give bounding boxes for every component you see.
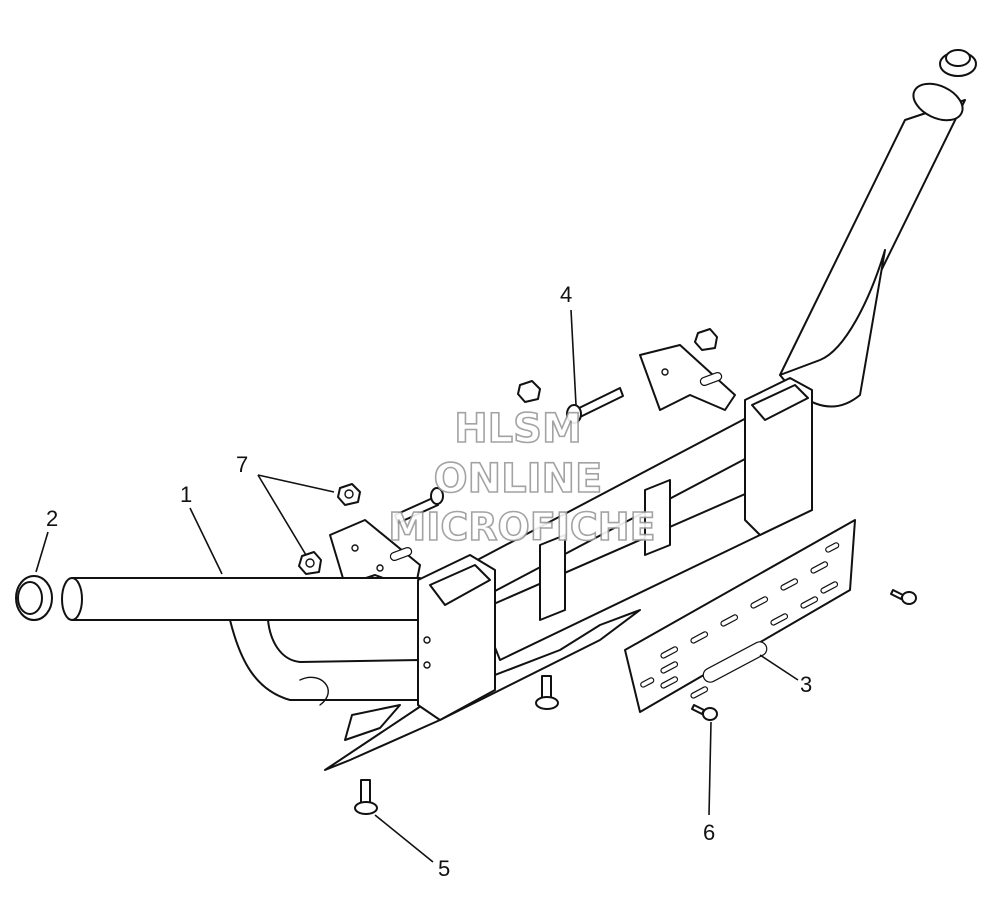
grille-slots xyxy=(640,542,840,699)
screw-6-right xyxy=(890,589,917,605)
callout-4: 4 xyxy=(560,282,572,307)
bumper-tube-front xyxy=(61,577,421,706)
bumper-tube-right-rail xyxy=(779,82,966,408)
grille-plate xyxy=(624,519,856,713)
watermark-line-3: MICROFICHE xyxy=(388,505,655,549)
callout-3: 3 xyxy=(800,672,812,697)
callout-numbers: 1 2 3 4 5 6 7 xyxy=(46,282,812,881)
bolt-4 xyxy=(566,387,624,424)
end-cap-top-right xyxy=(939,49,977,77)
watermark-line-1: HLSM xyxy=(454,406,582,452)
callout-5: 5 xyxy=(438,856,450,881)
nut-7-lower xyxy=(298,551,322,575)
leader-lines xyxy=(35,309,799,863)
nut-right-top xyxy=(694,328,718,351)
screw-6-lower xyxy=(691,704,718,721)
watermark: HLSM ONLINE MICROFICHE xyxy=(388,405,657,550)
bumper-frame xyxy=(324,344,813,771)
callout-7: 7 xyxy=(236,452,248,477)
bolt-left-long xyxy=(394,487,444,524)
nut-center-top xyxy=(517,380,541,403)
callout-2: 2 xyxy=(46,506,58,531)
screw-5-center xyxy=(535,675,559,710)
end-cap-2 xyxy=(15,575,53,621)
watermark-line-2: ONLINE xyxy=(434,456,603,502)
callout-6: 6 xyxy=(703,820,715,845)
callout-1: 1 xyxy=(180,482,192,507)
screw-5-lower xyxy=(354,779,378,815)
corner-block-left xyxy=(417,554,496,721)
corner-block-right xyxy=(744,377,813,536)
nut-7-upper xyxy=(337,483,361,506)
